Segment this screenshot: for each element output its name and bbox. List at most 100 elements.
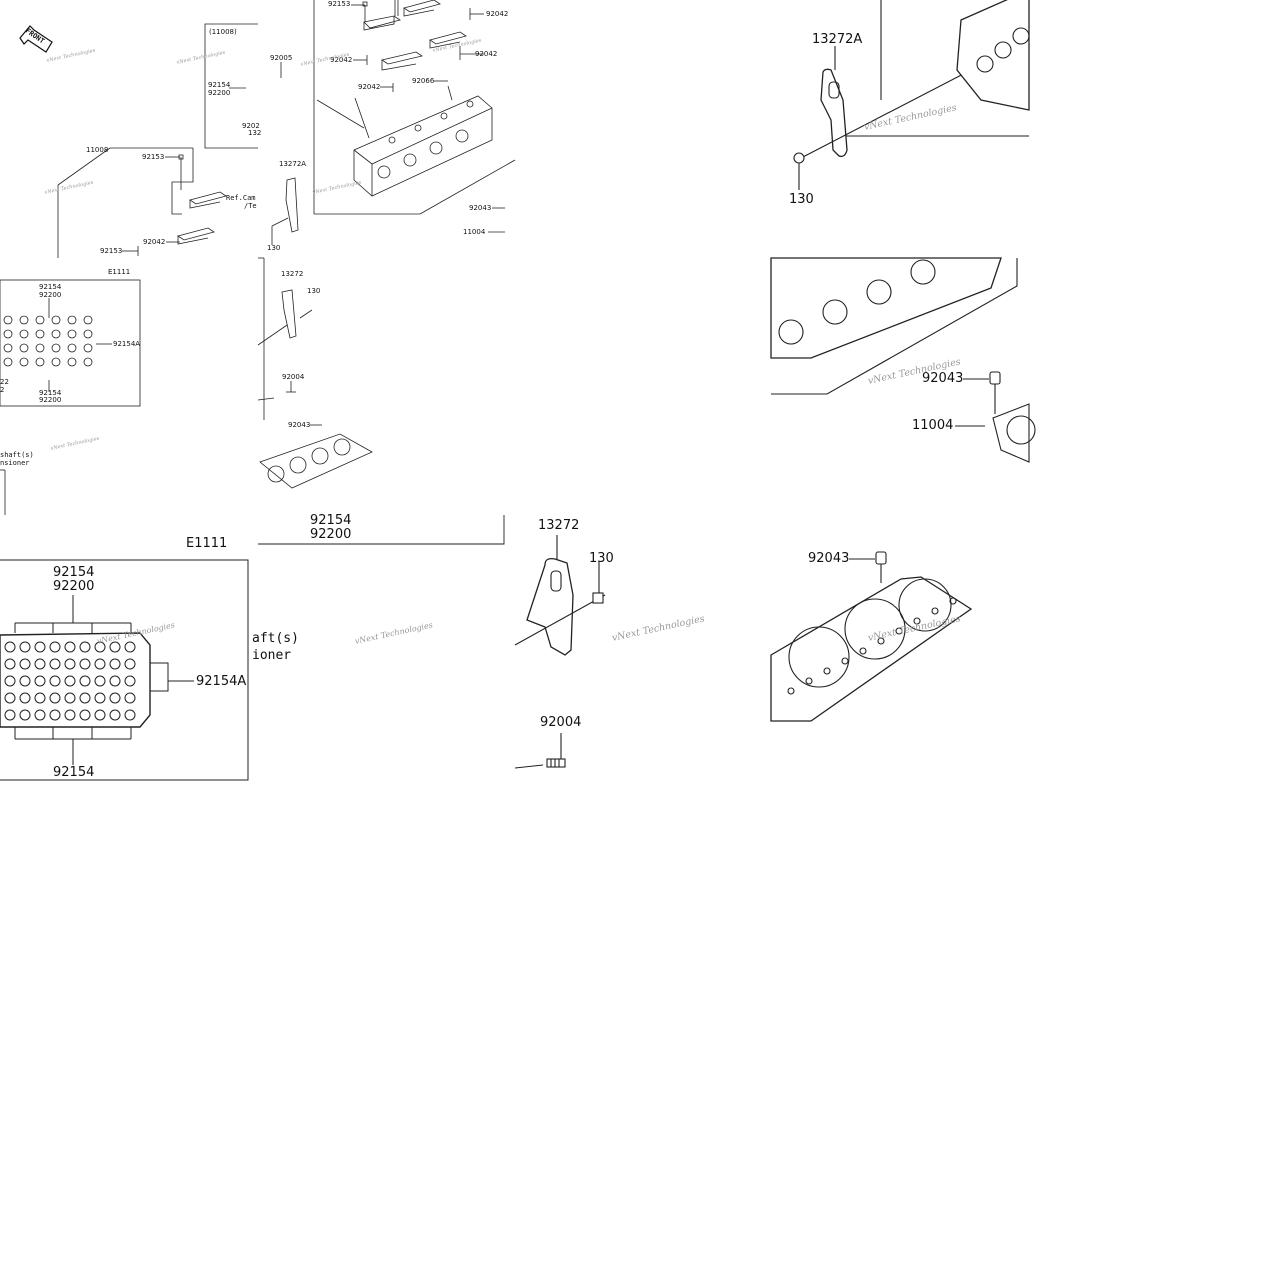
gasket-label-panel: 92154 92200 [258, 514, 515, 545]
label-130-b: 130 [307, 287, 321, 295]
drawing-detail [333, 438, 351, 456]
overview-panel: FRONT (11008) 92154 92200 9202 132 92153… [0, 0, 516, 545]
drawing-detail [19, 315, 29, 325]
label-92004: 92004 [540, 715, 582, 730]
drawing-detail [913, 617, 921, 625]
drawing-detail [388, 136, 396, 144]
drawing-detail [859, 647, 867, 655]
drawing-detail [3, 329, 13, 339]
drawing-detail [4, 709, 16, 721]
gasket-label-lines [258, 515, 505, 545]
drawing-detail [4, 692, 16, 704]
head-edge-drawing [770, 257, 1036, 463]
label-92154A: 92154A [113, 340, 141, 348]
label-92154A: 92154A [196, 674, 247, 689]
drawing-detail [51, 343, 61, 353]
camshaft-text-line1: shaft(s) [0, 451, 34, 459]
drawing-detail [64, 675, 76, 687]
drawing-detail [822, 299, 848, 325]
label-92042-mid-2: 92042 [358, 83, 381, 91]
drawing-detail [976, 55, 994, 73]
bracket-13272-drawing [514, 535, 606, 656]
front-arrow-icon [19, 25, 53, 53]
drawing-detail [805, 677, 813, 685]
drawing-detail [79, 709, 91, 721]
bracket-13272a-shape [820, 68, 848, 158]
drawing-detail [429, 141, 443, 155]
group-box-11008 [204, 23, 258, 149]
drawing-detail [267, 465, 285, 483]
drawing-detail [64, 658, 76, 670]
label-92043-low: 92043 [288, 421, 311, 429]
drawing-detail [841, 657, 849, 665]
drawing-detail [311, 447, 329, 465]
drawing-detail [67, 343, 77, 353]
label-92153-mid: 92153 [142, 153, 165, 161]
drawing-detail [466, 100, 474, 108]
label-92154-b: 92154 [39, 283, 62, 291]
stud-92004-drawing [514, 733, 566, 769]
label-92200-c: 92200 [39, 396, 62, 404]
label-92042-mid-1: 92042 [330, 56, 353, 64]
label-11004: 11004 [912, 418, 954, 433]
drawing-detail [124, 709, 136, 721]
label-92154: 92154 [208, 81, 231, 89]
drawing-detail [787, 687, 795, 695]
drawing-detail [51, 315, 61, 325]
label-92154: 92154 [53, 565, 95, 580]
label-92066: 92066 [412, 77, 435, 85]
drawing-detail [124, 641, 136, 653]
label-13272: 13272 [281, 270, 304, 278]
drawing-detail [34, 709, 46, 721]
label-e1111: E1111 [108, 268, 131, 276]
drawing-detail [1012, 27, 1030, 45]
label-92200-b: 92200 [39, 291, 62, 299]
drawing-detail [64, 641, 76, 653]
label-11004-right: 11004 [463, 228, 486, 236]
drawing-detail [109, 692, 121, 704]
cylinder-head-drawing [353, 95, 493, 197]
bracket-13272-shape [526, 557, 574, 656]
head-edge-panel: 92043 11004 vNext Technologies [770, 257, 1036, 463]
ref-camshaft-line1: Ref.Cam [226, 194, 256, 202]
drawing-detail [19, 641, 31, 653]
drawing-detail [289, 456, 307, 474]
drawing-detail [124, 692, 136, 704]
gasket-panel: 92043 vNext Technologies [770, 515, 1029, 722]
drawing-detail [51, 357, 61, 367]
drawing-detail [34, 658, 46, 670]
drawing-detail [83, 357, 93, 367]
drawing-detail [994, 41, 1012, 59]
label-92200: 92200 [310, 527, 352, 542]
label-92004: 92004 [282, 373, 305, 381]
drawing-detail [67, 315, 77, 325]
label-92043: 92043 [922, 371, 964, 386]
label-130: 130 [789, 192, 814, 207]
drawing-detail [67, 329, 77, 339]
head-gasket-shape [770, 576, 973, 722]
gasket-drawing [770, 551, 973, 722]
drawing-detail [109, 658, 121, 670]
drawing-detail [94, 709, 106, 721]
drawing-detail [19, 329, 29, 339]
drawing-detail [83, 329, 93, 339]
head-cover-panel: 92154 92200 E1111 92154A 92154 vNext Tec… [0, 515, 258, 781]
camshaft-line1: aft(s) [252, 631, 299, 646]
drawing-detail [4, 658, 16, 670]
drawing-detail [35, 329, 45, 339]
drawing-detail [19, 343, 29, 353]
drawing-detail [3, 315, 13, 325]
drawing-detail [910, 259, 936, 285]
drawing-detail [34, 675, 46, 687]
drawing-detail [19, 675, 31, 687]
drawing-detail [124, 675, 136, 687]
drawing-detail [844, 598, 906, 660]
drawing-detail [109, 709, 121, 721]
drawing-detail [19, 357, 29, 367]
label-92153-top: 92153 [328, 0, 351, 8]
drawing-detail [377, 165, 391, 179]
drawing-detail [109, 641, 121, 653]
label-92154-bottom: 92154 [53, 765, 95, 780]
drawing-detail [49, 658, 61, 670]
label-92042-right: 92042 [475, 50, 498, 58]
